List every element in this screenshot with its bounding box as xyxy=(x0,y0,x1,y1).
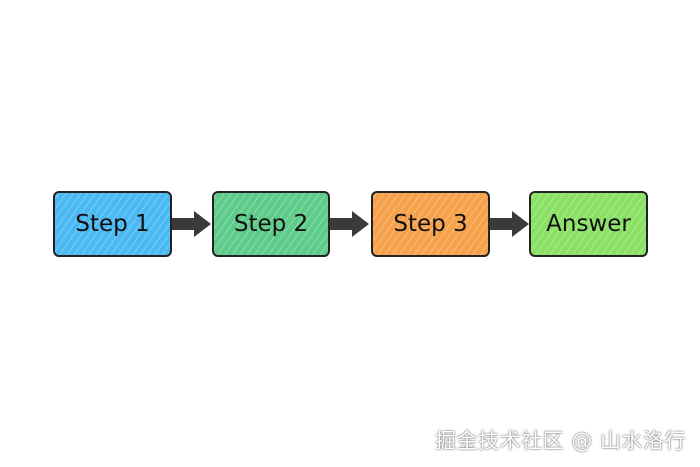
step-1-label: Step 1 xyxy=(75,211,150,237)
step-3-box: Step 3 xyxy=(371,191,490,257)
step-2-box: Step 2 xyxy=(212,191,330,257)
arrow-right-icon xyxy=(490,211,529,237)
step-3-label: Step 3 xyxy=(393,211,468,237)
arrow-right-icon xyxy=(330,211,369,237)
step-2-label: Step 2 xyxy=(233,211,309,237)
answer-label: Answer xyxy=(546,211,631,237)
watermark: 掘金技术社区 @ 山水洛行 xyxy=(435,429,686,453)
step-1-box: Step 1 xyxy=(53,191,172,257)
answer-box: Answer xyxy=(529,191,648,257)
arrow-right-icon xyxy=(172,211,211,237)
